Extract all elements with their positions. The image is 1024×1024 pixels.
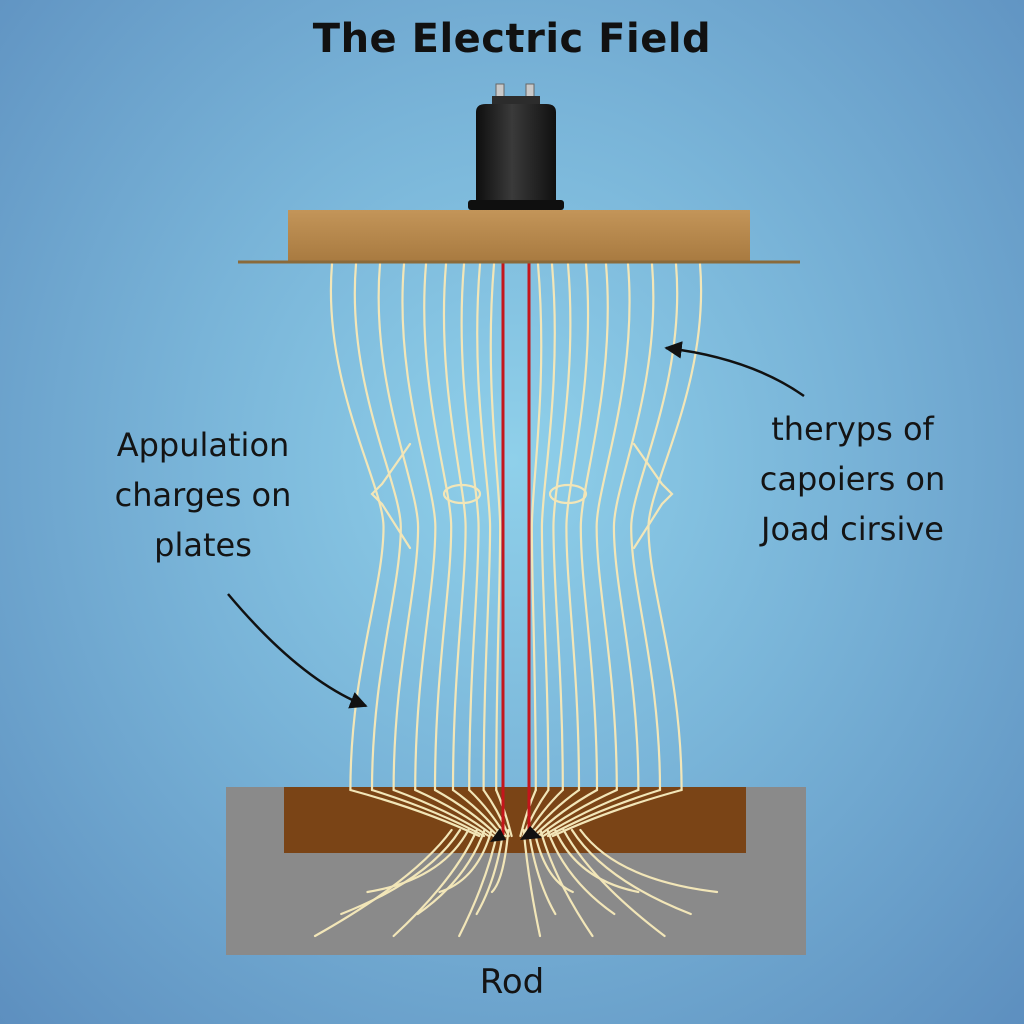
field-chevron [370, 442, 412, 550]
field-line-spread [554, 828, 640, 894]
field-chevron [632, 442, 674, 550]
field-lines [313, 262, 719, 938]
right-annotation: theryps of capoiers on Joad cirsive [720, 404, 985, 554]
field-line-converge [433, 788, 500, 838]
field-line [329, 262, 385, 792]
field-line-spread [522, 828, 542, 938]
top-plate [288, 210, 750, 262]
field-line [442, 262, 467, 792]
field-line-spread [570, 828, 692, 916]
field-line-converge [546, 788, 662, 838]
field-line-spread [579, 828, 719, 894]
field-line-converge [551, 788, 683, 838]
field-line-converge [370, 788, 486, 838]
arrow-icon-left [227, 593, 368, 709]
capacitor-icon [468, 83, 564, 210]
right-annotation-line: capoiers on [759, 460, 946, 498]
rod-tip-left-icon [490, 828, 506, 842]
field-line [489, 262, 502, 792]
field-line-spread [546, 828, 616, 916]
field-line-spread [313, 828, 453, 938]
field-line-converge [414, 788, 495, 838]
field-line-converge [482, 788, 510, 838]
field-line-spread [562, 828, 666, 938]
left-annotation-line: plates [154, 526, 252, 564]
field-line-converge [522, 788, 550, 838]
field-line-spread [416, 828, 486, 916]
field-line [565, 262, 590, 792]
diagram-title: The Electric Field [312, 16, 712, 62]
left-annotation-line: charges on [114, 476, 292, 514]
field-line-spread [438, 828, 493, 894]
field-line [476, 262, 492, 792]
field-line [530, 262, 543, 792]
right-annotation-line: theryps of [771, 410, 934, 448]
field-line [579, 262, 609, 792]
field-line-spread [539, 828, 594, 938]
rod-tip-right-icon [520, 826, 542, 840]
field-line-converge [537, 788, 618, 838]
field-line-spread [533, 828, 574, 894]
field-line-spread [392, 828, 478, 938]
field-line-spread [340, 828, 462, 916]
rod-label: Rod [479, 962, 545, 1002]
bottom-plate [284, 787, 746, 853]
field-line [460, 262, 480, 792]
field-loop [548, 483, 588, 505]
field-line [377, 262, 420, 792]
field-line [595, 262, 631, 792]
field-line-converge [532, 788, 599, 838]
right-annotation-line: Joad cirsive [761, 510, 944, 548]
field-line [353, 262, 402, 792]
field-line [612, 262, 655, 792]
left-annotation: Appulation charges on plates [88, 420, 318, 570]
red-rods [490, 262, 542, 842]
field-line [423, 262, 453, 792]
left-annotation-line: Appulation [116, 426, 290, 464]
field-line-converge [542, 788, 640, 838]
field-line-spread [490, 828, 510, 894]
arrow-icon-right [664, 341, 805, 398]
field-line [552, 262, 572, 792]
field-line [401, 262, 437, 792]
field-line-spread [527, 828, 557, 916]
field-line-spread [366, 828, 470, 894]
field-line-converge [392, 788, 490, 838]
field-line-converge [349, 788, 481, 838]
field-line [540, 262, 556, 792]
field-line [630, 262, 679, 792]
field-loop [442, 483, 482, 505]
